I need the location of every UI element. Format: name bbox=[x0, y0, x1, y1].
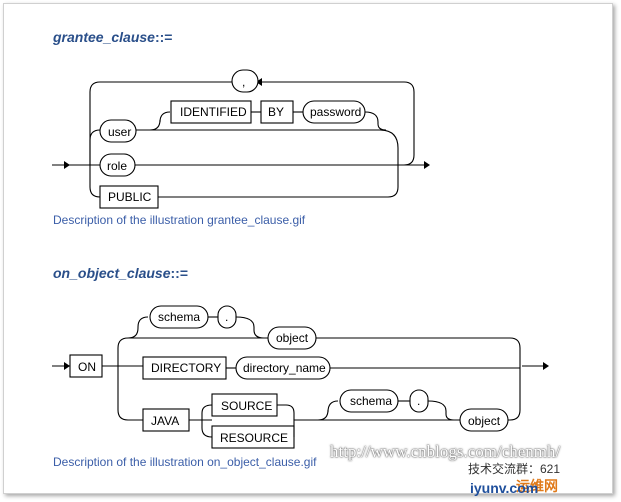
watermark-group-text: 技术交流群：621 bbox=[468, 462, 561, 476]
object-label: object bbox=[276, 331, 309, 345]
comma-terminal bbox=[231, 69, 259, 93]
comma-label: , bbox=[242, 75, 245, 89]
resource-label: RESOURCE bbox=[220, 431, 288, 445]
java-schema-label: schema bbox=[350, 394, 392, 408]
watermark-logo-text: 运维网 bbox=[516, 479, 558, 495]
directory-name-label: directory_name bbox=[243, 361, 326, 375]
java-label: JAVA bbox=[151, 414, 179, 428]
schema-label: schema bbox=[158, 310, 200, 324]
grantee-caption-link[interactable]: Description of the illustration grantee_… bbox=[53, 213, 306, 227]
password-label: password bbox=[310, 105, 361, 119]
role-terminal bbox=[99, 153, 136, 177]
grantee-clause-heading: grantee_clause::= bbox=[53, 29, 173, 45]
by-label: BY bbox=[268, 105, 284, 119]
java-dot-label: . bbox=[417, 394, 420, 408]
on-label: ON bbox=[78, 360, 96, 374]
source-label: SOURCE bbox=[221, 399, 272, 413]
public-label: PUBLIC bbox=[108, 190, 152, 204]
watermark-site: iyunv.com bbox=[470, 480, 539, 496]
page-frame bbox=[3, 3, 613, 494]
on-object-clause-heading: on_object_clause::= bbox=[53, 265, 188, 281]
role-label: role bbox=[107, 159, 127, 173]
watermark-url: http://www.cnblogs.com/chenmh/ bbox=[330, 442, 561, 461]
identified-label: IDENTIFIED bbox=[180, 105, 247, 119]
on-object-caption-link[interactable]: Description of the illustration on_objec… bbox=[53, 455, 317, 469]
directory-label: DIRECTORY bbox=[151, 361, 221, 375]
java-object-label: object bbox=[468, 414, 501, 428]
user-terminal bbox=[99, 119, 137, 143]
dot-label: . bbox=[225, 310, 228, 324]
watermark-logo: 运维网 bbox=[516, 476, 558, 496]
user-label: user bbox=[108, 125, 131, 139]
